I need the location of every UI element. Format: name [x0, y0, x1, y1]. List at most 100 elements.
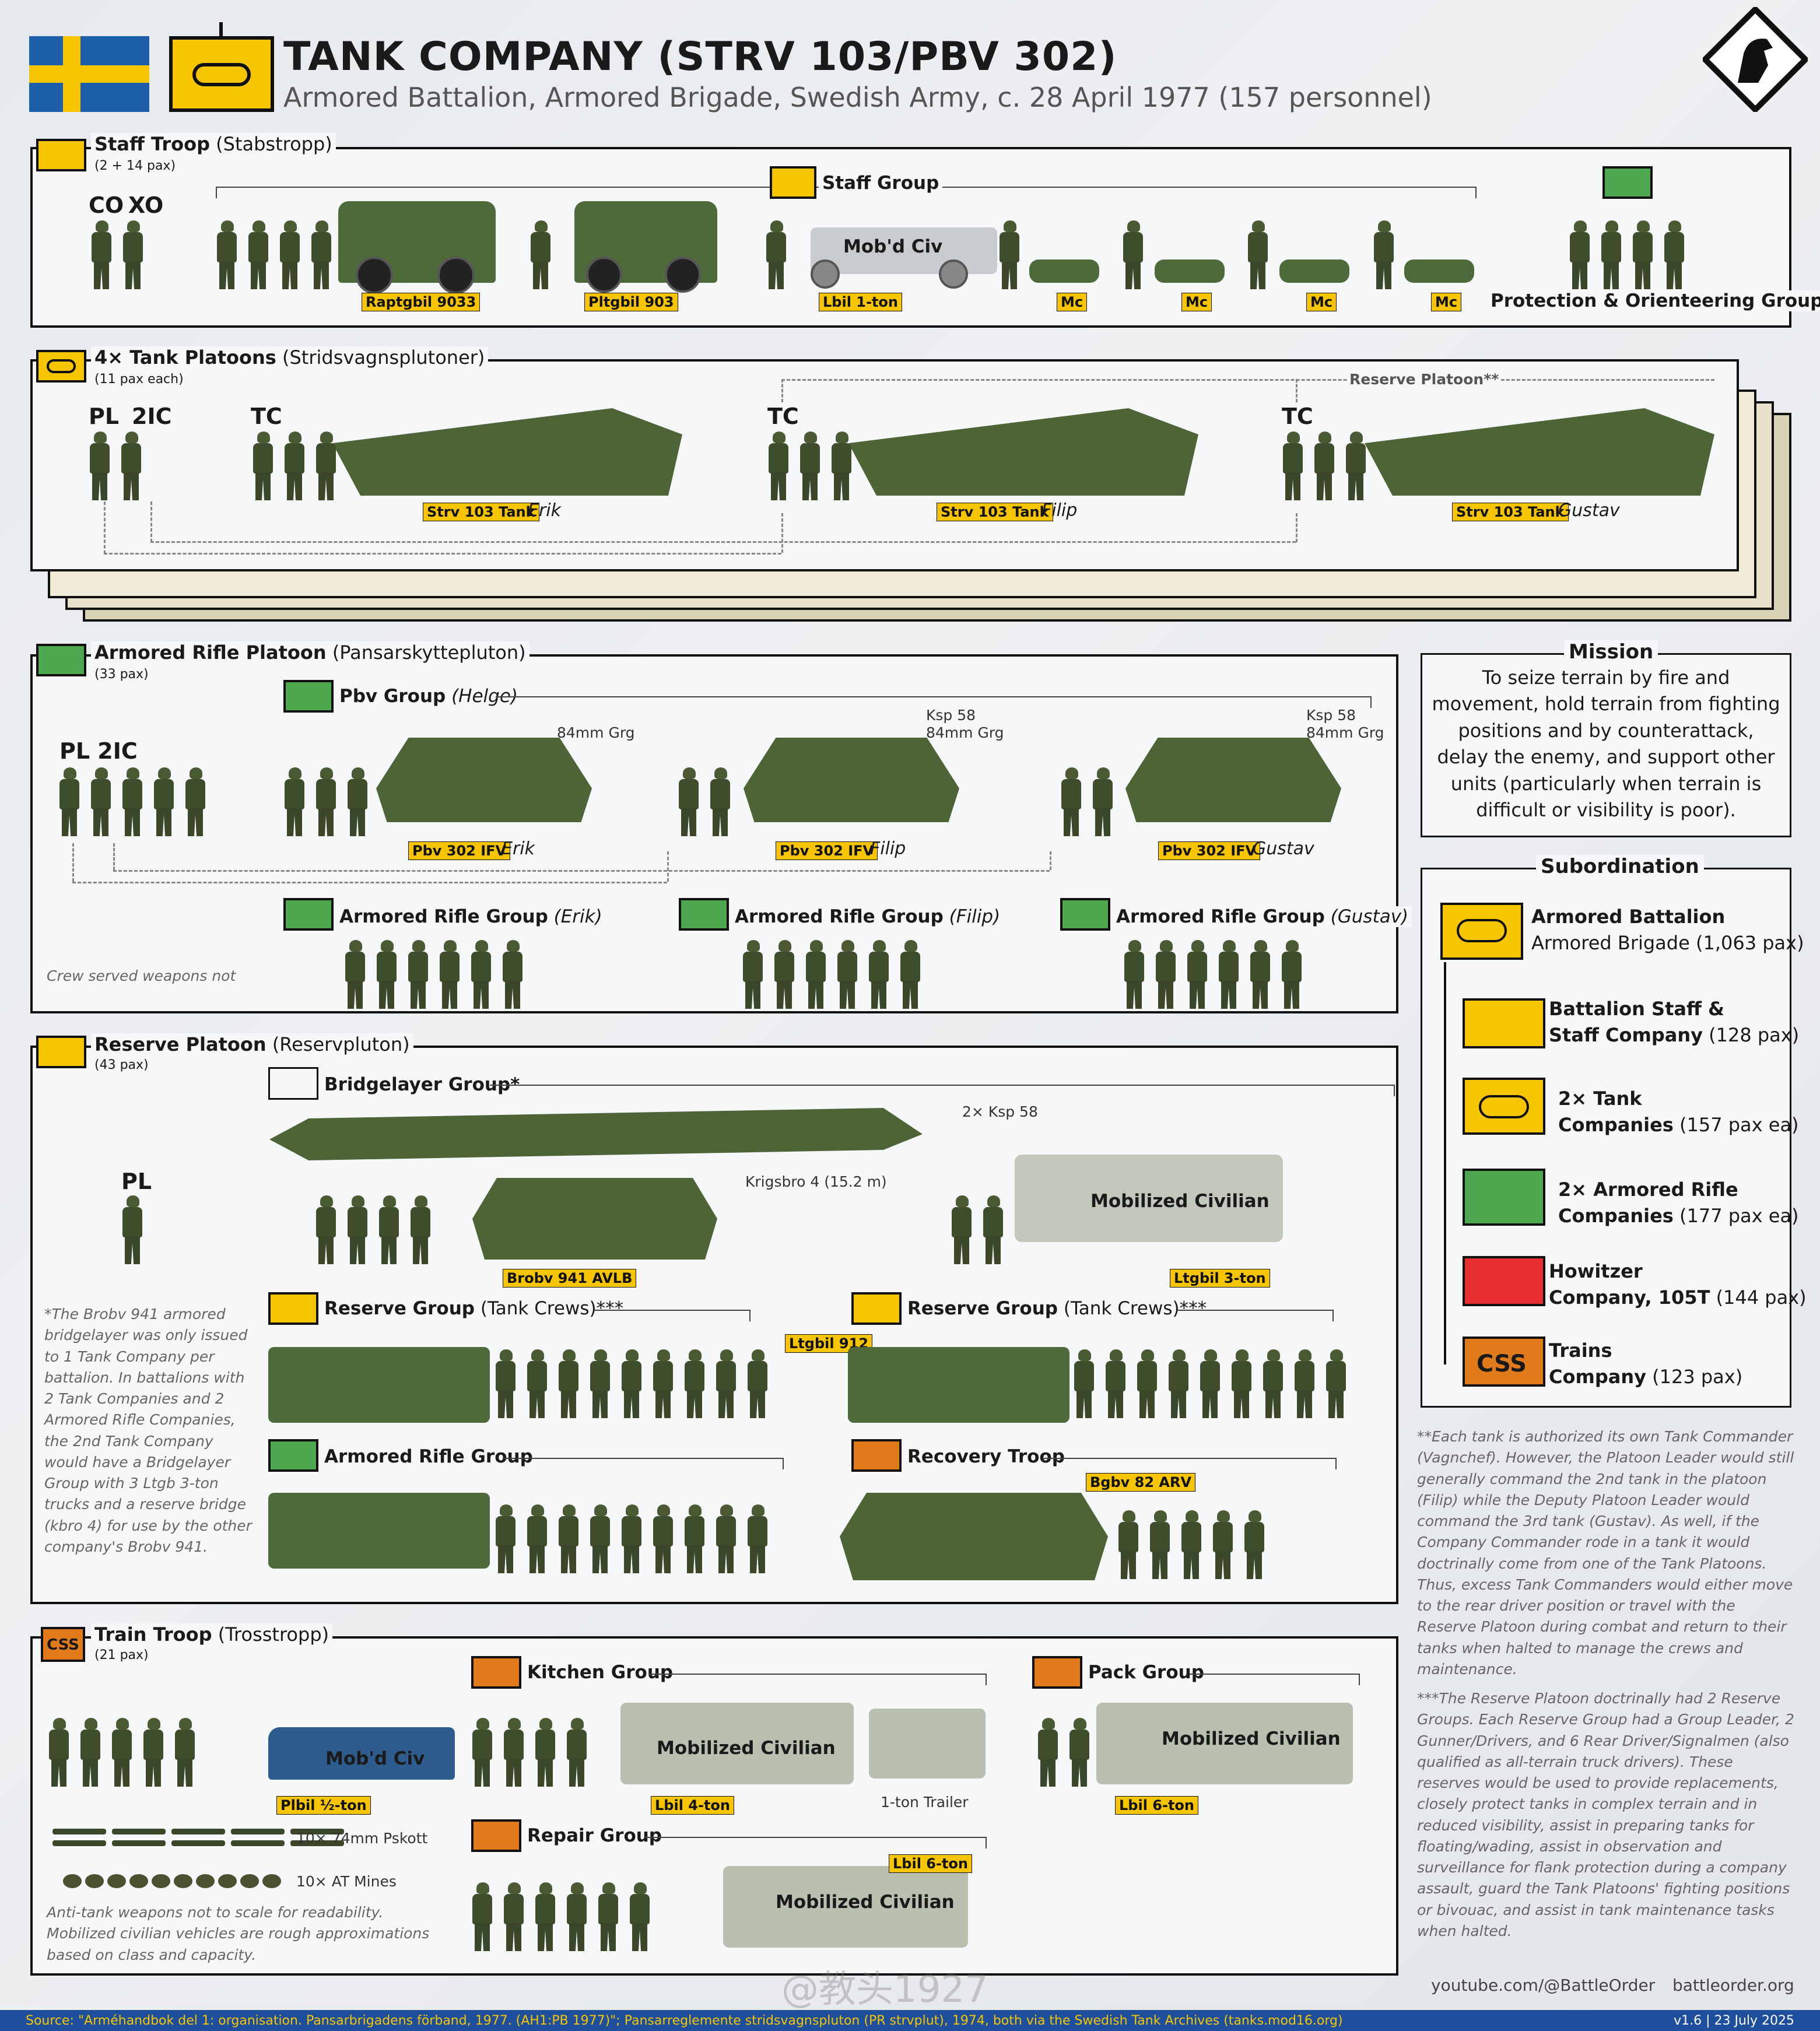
version-text: v1.6 | 23 July 2025: [1674, 2014, 1794, 2028]
soldier-figure: [1325, 1349, 1347, 1418]
pbv302-ifv-filip: [744, 738, 959, 822]
pack-group-symbol: [1032, 1656, 1082, 1689]
lbil-6ton-truck-pack: [1096, 1703, 1353, 1784]
youtube-link[interactable]: youtube.com/@BattleOrder: [1431, 1976, 1656, 1995]
soldier-figure: [799, 432, 821, 500]
soldier-figure: [715, 1504, 737, 1573]
2ic-label: 2IC: [132, 404, 172, 429]
reserve-platoon-title: Reserve Platoon (Reservpluton): [91, 1033, 413, 1055]
bgbv82-arv: [840, 1493, 1108, 1580]
reserve-group-label-1: Reserve Group (Tank Crews)***: [321, 1298, 627, 1319]
xo-label: XO: [128, 192, 164, 218]
soldier-figure: [767, 432, 790, 500]
trailer-1ton: [869, 1709, 986, 1779]
website-link[interactable]: battleorder.org: [1672, 1976, 1794, 1995]
at-mine-icon: [262, 1874, 281, 1888]
bridgelayer-group-label: Bridgelayer Group*: [321, 1074, 524, 1095]
strv103-label-1: Strv 103 Tank: [423, 503, 539, 521]
reserve-group-symbol-2: [851, 1292, 902, 1325]
armored-battalion-symbol: [1440, 903, 1523, 960]
pack-group-label: Pack Group: [1085, 1662, 1208, 1683]
ltgbil-912-truck-1: [268, 1347, 490, 1423]
rifle-group-label-filip: Armored Rifle Group (Filip): [731, 906, 1004, 927]
soldier-figure: [1073, 1349, 1095, 1418]
protection-group-label: Protection & Orienteering Group: [1487, 290, 1820, 311]
strv103-label-3: Strv 103 Tank: [1452, 503, 1569, 521]
soldier-figure: [1243, 1510, 1265, 1579]
subordination-title: Subordination: [1536, 855, 1704, 878]
soldier-figure: [683, 1504, 706, 1573]
soldier-figure: [495, 1349, 517, 1418]
lbil-4ton-label: Lbil 4-ton: [651, 1796, 734, 1815]
tank-commander-note: **Each tank is authorized its own Tank C…: [1417, 1428, 1794, 1678]
train-troop-pax: (21 pax): [94, 1648, 149, 1662]
reserve-groups-note: ***The Reserve Platoon doctrinally had 2…: [1417, 1690, 1794, 1939]
soldier-figure: [315, 767, 337, 836]
staff-group-label: Staff Group: [819, 173, 943, 194]
soldier-figure: [378, 1195, 400, 1264]
soldier-figure: [1600, 220, 1622, 289]
ltgbil-3ton-label: Ltgbil 3-ton: [1170, 1269, 1270, 1288]
soldier-figure: [773, 940, 795, 1009]
staff-group-symbol: [770, 166, 816, 199]
reserve-mobciv-label: Mobilized Civilian: [1090, 1191, 1270, 1212]
grg-label-3: 84mm Grg: [1306, 724, 1384, 741]
soldier-figure: [589, 1349, 611, 1418]
pskott-icon: [112, 1829, 166, 1834]
soldier-figure: [252, 432, 274, 500]
soldier-figure: [1569, 220, 1591, 289]
mines-label: 10× AT Mines: [296, 1873, 397, 1890]
krigsbro-label: Krigsbro 4 (15.2 m): [745, 1173, 887, 1190]
at-mine-icon: [152, 1874, 170, 1888]
lbil-4ton-truck: [620, 1703, 854, 1784]
rifle-group-label-gustav: Armored Rifle Group (Gustav): [1113, 906, 1412, 927]
rifle-group-truck: [268, 1493, 490, 1569]
soldier-figure: [174, 1718, 196, 1787]
recovery-troop-label: Recovery Troop: [904, 1446, 1068, 1467]
reserve-rifle-group-symbol: [268, 1439, 318, 1472]
page-title: TANK COMPANY (STRV 103/PBV 302): [283, 34, 1117, 80]
soldier-figure: [683, 1349, 706, 1418]
staff-troop-pax: (2 + 14 pax): [94, 159, 176, 173]
rifle-platoon-pax: (33 pax): [94, 667, 149, 682]
pskott-icon: [290, 1829, 344, 1834]
at-mine-icon: [196, 1874, 215, 1888]
pl-label: PL: [89, 404, 120, 429]
soldier-figure: [620, 1349, 643, 1418]
soldier-figure: [283, 767, 306, 836]
soldier-figure: [534, 1718, 556, 1787]
pbv-group-label: Pbv Group (Helge): [336, 686, 521, 707]
soldier-figure: [557, 1349, 580, 1418]
howitzer-company-symbol: [1463, 1256, 1545, 1306]
trains-company-symbol: CSS: [1463, 1337, 1545, 1387]
soldier-figure: [1180, 1510, 1202, 1579]
soldier-figure: [79, 1718, 101, 1787]
train-troop-title: Train Troop (Trosstropp): [91, 1623, 333, 1646]
ifv-name-filip: Filip: [870, 839, 906, 859]
soldier-figure: [830, 432, 853, 500]
pskott-icon: [290, 1840, 344, 1846]
page-subtitle: Armored Battalion, Armored Brigade, Swed…: [283, 82, 1432, 113]
watermark: @教头1927: [781, 1968, 988, 2011]
repair-group-symbol: [471, 1819, 521, 1852]
rifle-platoon-symbol: [36, 644, 86, 676]
tank-name-filip: Filip: [1041, 500, 1078, 521]
soldier-figure: [89, 432, 111, 500]
rifle-platoon-title: Armored Rifle Platoon (Pansarskyttepluto…: [91, 641, 529, 664]
soldier-figure: [1247, 220, 1269, 289]
repair-group-label: Repair Group: [524, 1825, 666, 1846]
swedish-flag: [29, 36, 149, 112]
train-note: Anti-tank weapons not to scale for reada…: [47, 1904, 430, 1963]
soldier-figure: [1123, 940, 1145, 1009]
recovery-troop-symbol: [851, 1439, 902, 1472]
rifle-group-label-erik: Armored Rifle Group (Erik): [336, 906, 606, 927]
soldier-figure: [346, 767, 369, 836]
soldier-figure: [836, 940, 858, 1009]
ifv-name-erik: Erik: [502, 839, 535, 859]
reserve-group-label-2: Reserve Group (Tank Crews)***: [904, 1298, 1211, 1319]
staff-mobciv-label: Mob'd Civ: [843, 236, 943, 257]
soldier-figure: [1060, 767, 1082, 836]
soldier-figure: [1117, 1510, 1139, 1579]
